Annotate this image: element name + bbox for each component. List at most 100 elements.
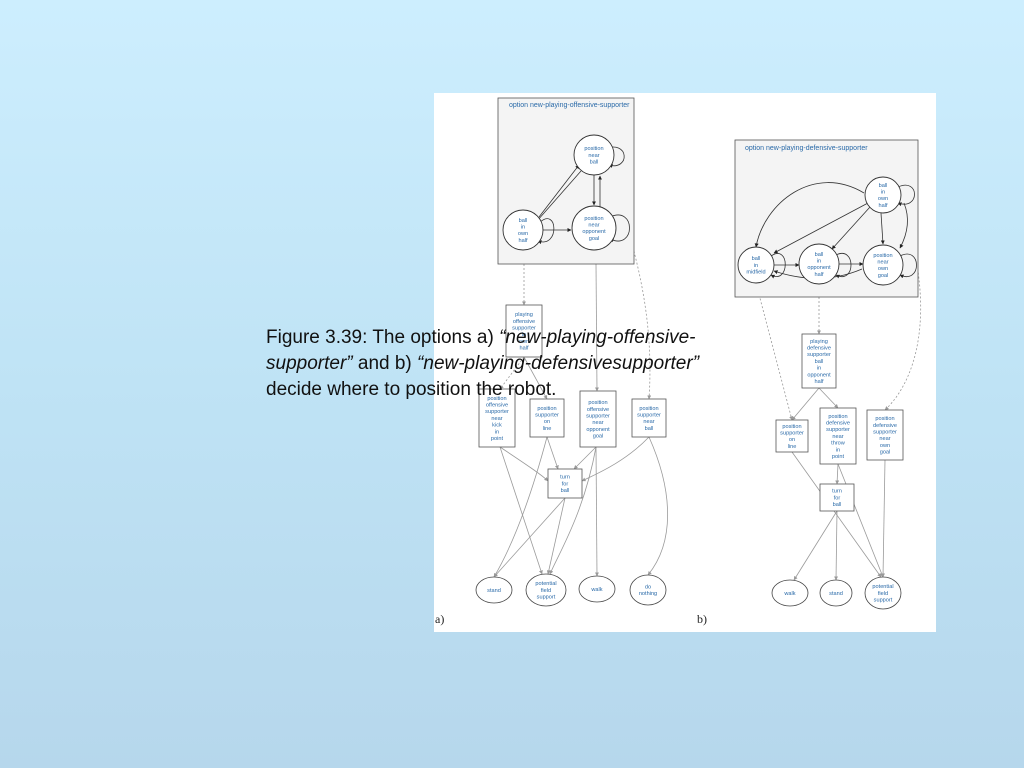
option-box (505, 304, 543, 358)
node-text-line: in (522, 332, 526, 338)
node-text-line: for (834, 495, 841, 501)
node-text-line: midfield (746, 270, 765, 276)
transition-a (536, 170, 582, 222)
transition-a (537, 218, 555, 245)
transition-b (897, 184, 915, 207)
node-text-line: near (592, 420, 603, 426)
cluster-title-a: option new-playing-offensive-supporter (509, 102, 630, 109)
state-circle (798, 243, 840, 285)
node-text-line: supporter (485, 409, 509, 415)
node-text-line: near (877, 260, 888, 266)
node-text-line: position (487, 396, 506, 402)
edge-b (793, 510, 838, 581)
node-text-line: turn (832, 489, 842, 495)
transition-a (609, 214, 630, 243)
action-ellipse (819, 579, 853, 607)
node-text-line: near (491, 416, 502, 422)
node-text-line: defensive (873, 423, 897, 429)
action-ellipse (629, 574, 667, 606)
state-circle (864, 176, 902, 214)
node-text-line: ball (645, 426, 654, 432)
node-text-line: field (541, 588, 551, 594)
node-text-line: own (880, 443, 890, 449)
state-circle (737, 246, 775, 284)
transition-b (831, 206, 871, 250)
panel-label-a: a) (435, 612, 444, 626)
node-text-line: point (491, 436, 504, 442)
option-node-a-pos_off_sup_kick: positionoffensivesupporternearkickinpoin… (478, 388, 516, 448)
node-text-line: position (584, 146, 603, 152)
node-text-line: half (519, 346, 528, 352)
node-text-line: ball (561, 488, 570, 494)
edge-a (581, 436, 650, 482)
transition-b (880, 212, 885, 245)
transition-a (538, 164, 580, 218)
edge-a (594, 446, 599, 577)
node-text-line: in (817, 366, 821, 372)
node-text-line: opponent (807, 265, 831, 271)
node-text-line: position (588, 400, 607, 406)
transition-b (899, 202, 908, 249)
edge-b (837, 463, 884, 578)
node-text-line: half (814, 379, 823, 385)
node-text-line: point (832, 454, 845, 460)
transition-b (835, 253, 852, 279)
node-text-line: goal (880, 450, 891, 456)
node-text-line: in (881, 190, 885, 196)
node-text-line: near (832, 434, 843, 440)
node-text-line: supporter (535, 413, 559, 419)
edge-a (594, 263, 599, 392)
node-text-line: in (836, 447, 840, 453)
node-text-line: field (878, 591, 888, 597)
node-text-line: position (828, 414, 847, 420)
action-node-a-stand: stand (475, 576, 513, 604)
node-text-line: own (878, 266, 888, 272)
node-text-line: ball (879, 183, 888, 189)
edge-b (791, 451, 882, 578)
action-ellipse (475, 576, 513, 604)
option-node-b-playing_def_sup: playingdefensivesupporterballinopponenth… (801, 333, 837, 389)
node-text-line: in (817, 259, 821, 265)
node-text-line: throw (831, 441, 846, 447)
action-node-b-stand: stand (819, 579, 853, 607)
node-text-line: own (878, 196, 888, 202)
node-text-line: nothing (639, 591, 657, 597)
option-box (801, 333, 837, 389)
node-text-line: position (875, 416, 894, 422)
edge-a (499, 446, 549, 482)
action-ellipse (525, 573, 567, 607)
node-text-line: position (584, 216, 603, 222)
node-text-line: supporter (780, 431, 804, 437)
node-text-line: ball (833, 502, 842, 508)
option-node-a-pos_off_sup_opp: positionoffensivesupporternearopponentgo… (579, 390, 617, 448)
node-text-line: ball (815, 359, 824, 365)
node-text-line: walk (590, 587, 602, 593)
node-text-line: in (754, 263, 758, 269)
edge-a (523, 356, 548, 400)
node-text-line: goal (593, 434, 604, 440)
node-text-line: potential (872, 584, 893, 590)
transition-b (770, 253, 786, 279)
node-text-line: position (639, 406, 658, 412)
node-text-line: playing (810, 339, 828, 345)
node-text-line: half (518, 238, 527, 244)
node-text-line: offensive (486, 402, 508, 408)
action-node-a-walk: walk (578, 575, 616, 603)
node-text-line: support (537, 595, 556, 601)
option-box (579, 390, 617, 448)
option-node-b-pos_def_sup_throw: positiondefensivesupporternearthrowinpoi… (819, 407, 857, 465)
option-box (547, 468, 583, 499)
node-text-line: opponent (582, 229, 606, 235)
node-text-line: near (879, 436, 890, 442)
edge-b (881, 459, 886, 578)
edge-a (546, 436, 559, 470)
